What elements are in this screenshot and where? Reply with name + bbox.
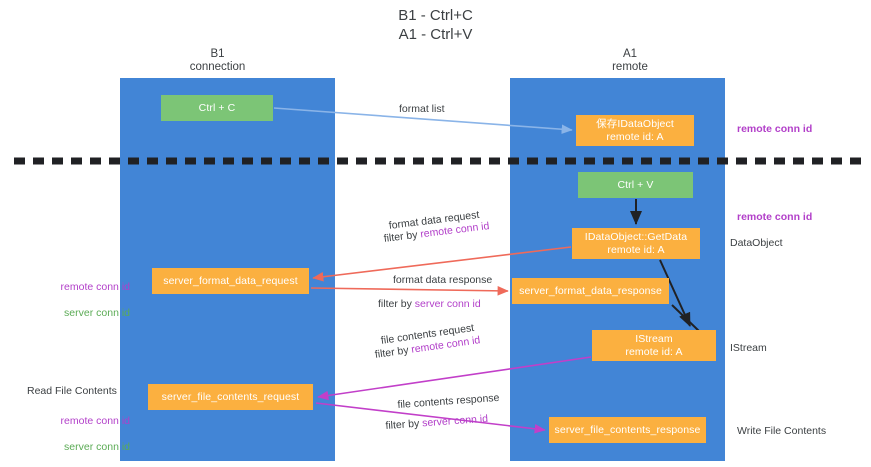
column-header-b1: B1 connection [189, 48, 246, 73]
filter-prefix: filter by [378, 298, 415, 310]
edge-response-to-istream [671, 304, 701, 333]
annotation-remote-conn-id: remote conn id [60, 281, 130, 293]
annotation-write-file-contents: Write File Contents [737, 425, 827, 437]
node-ctrl-v[interactable]: Ctrl + V [578, 172, 693, 198]
edge-format-data-response [310, 286, 509, 296]
node-server-file-contents-response[interactable]: server_file_contents_response [549, 417, 706, 443]
edge-label-format-data-response-filter: filter by server conn id [378, 297, 481, 311]
annotation-read-file-contents: Read File Contents [27, 385, 117, 397]
edge-getdata-to-istream [659, 259, 691, 327]
node-server-format-data-request[interactable]: server_format_data_request [152, 268, 309, 294]
node-server-format-data-response[interactable]: server_format_data_response [512, 278, 669, 304]
annotation-remote-conn-id-top: remote conn id [737, 123, 813, 135]
filter-key-server-conn-id: server conn id [414, 298, 481, 310]
edge-label-format-data-response: format data response [393, 274, 493, 286]
annotation-istream: IStream [730, 342, 767, 354]
annotation-left-conn-ids-2: remote conn id server conn id [20, 402, 130, 467]
page-title: B1 - Ctrl+C A1 - Ctrl+V [398, 7, 473, 43]
annotation-dataobject: DataObject [730, 237, 783, 249]
filter-prefix: filter by [385, 417, 423, 432]
node-ctrl-c[interactable]: Ctrl + C [161, 95, 273, 121]
node-istream[interactable]: IStream remote id: A [592, 330, 716, 361]
edge-file-contents-response [315, 402, 546, 434]
edge-format-list [273, 107, 573, 135]
annotation-remote-conn-id-mid: remote conn id [737, 211, 813, 223]
column-header-a1: A1 remote [612, 48, 648, 73]
node-save-idataobject[interactable]: 保存IDataObject remote id: A [576, 115, 694, 146]
node-server-file-contents-request[interactable]: server_file_contents_request [148, 384, 313, 410]
annotation-left-conn-ids: remote conn id server conn id [20, 268, 130, 333]
annotation-remote-conn-id-2: remote conn id [60, 415, 130, 427]
edge-format-data-request [312, 246, 572, 282]
annotation-server-conn-id: server conn id [64, 307, 130, 319]
annotation-server-conn-id-2: server conn id [64, 441, 130, 453]
node-idataobject-getdata[interactable]: IDataObject::GetData remote id: A [572, 228, 700, 259]
edge-label-format-list: format list [399, 103, 445, 115]
edge-file-contents-request [317, 356, 592, 401]
